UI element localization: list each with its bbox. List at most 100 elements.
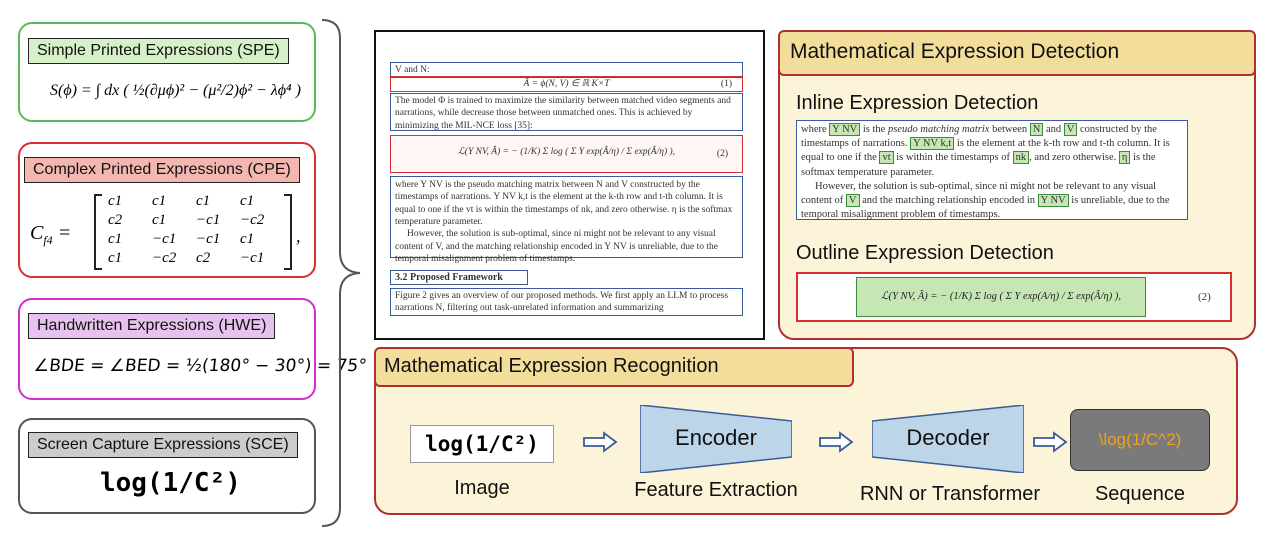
inline-math-highlight: vt xyxy=(879,151,894,165)
encoder-label: Encoder xyxy=(675,425,757,450)
output-sequence-text: \log(1/C^2) xyxy=(1098,430,1182,449)
inline-text: and the matching relationship encoded in xyxy=(859,194,1038,206)
spe-formula: S(ϕ) = ∫ dx ( ½(∂μϕ)² − (μ²/2)ϕ² − λϕ⁴ ) xyxy=(50,82,301,100)
inline-math-highlight: V xyxy=(1063,123,1078,136)
hwe-card: Handwritten Expressions (HWE) ∠BDE = ∠BE… xyxy=(18,298,368,400)
cpe-cell: c2 xyxy=(196,250,211,266)
cpe-cell: −c1 xyxy=(240,250,265,266)
sce-formula-text: log(1/C²) xyxy=(100,468,241,498)
doc-para2: where Y NV is the pseudo matching matrix… xyxy=(390,176,743,264)
inline-math-highlight: Y NV xyxy=(829,123,861,136)
outline-eq-text: ℒ(Y NV, Â) = − (1/K) Σ log ( Σ Y exp(A/η… xyxy=(881,291,1121,302)
inline-text: , and zero otherwise. xyxy=(1029,152,1119,164)
inline-text: constructed by the timestamps of narrati… xyxy=(801,124,1157,150)
cpe-cell: −c1 xyxy=(196,231,221,247)
inline-text: is within the timestamps of xyxy=(893,152,1013,164)
inline-paragraph-2: However, the solution is sub-optimal, si… xyxy=(801,180,1183,223)
doc-eq2: ℒ(Y NV, Â) = − (1/K) Σ log ( Σ Y exp(Â/η… xyxy=(390,135,743,173)
hwe-label: Handwritten Expressions (HWE) xyxy=(28,313,276,339)
inline-math-highlight: Y NV k,t xyxy=(910,137,955,151)
doc-eq1-num: (1) xyxy=(720,79,732,89)
spe-card: Simple Printed Expressions (SPE) S(ϕ) = … xyxy=(18,22,316,122)
inline-text: and xyxy=(1043,124,1064,135)
inline-math-highlight: V xyxy=(845,193,860,207)
inline-text: is unreliable, due to the temporal misal… xyxy=(801,194,1170,221)
doc-line1: V and N: xyxy=(390,62,743,78)
outline-eq-highlight: ℒ(Y NV, Â) = − (1/K) Σ log ( Σ Y exp(A/η… xyxy=(856,277,1146,317)
sce-card: Screen Capture Expressions (SCE) log(1/C… xyxy=(18,418,316,514)
cpe-lhs-letter: C xyxy=(30,222,44,244)
cpe-cell: −c1 xyxy=(152,231,177,247)
doc-para1: The model Φ is trained to maximize the s… xyxy=(390,93,743,131)
inline-math-highlight: N xyxy=(1029,123,1044,136)
inline-paragraph-1: where Y NV is the pseudo matching matrix… xyxy=(801,123,1183,180)
detection-section: Mathematical Expression Detection Inline… xyxy=(778,30,1256,340)
cpe-card: Complex Printed Expressions (CPE) Cf4 = … xyxy=(18,142,316,278)
arrow-right-icon xyxy=(583,431,618,453)
detection-title: Mathematical Expression Detection xyxy=(778,30,1256,76)
caption-feature: Feature Extraction xyxy=(634,479,798,501)
arrow-right-icon xyxy=(1033,431,1068,453)
recognition-title: Mathematical Expression Recognition xyxy=(374,347,854,387)
document-page: V and N: Â = ϕ(N, V) ∈ ℝ K×T (1) The mod… xyxy=(374,30,765,340)
output-sequence-box: \log(1/C^2) xyxy=(1070,409,1210,471)
inline-text: is the xyxy=(860,124,888,135)
cpe-cell: −c2 xyxy=(152,250,177,266)
encoder-block xyxy=(640,405,792,473)
cpe-cell: −c1 xyxy=(196,212,221,228)
cpe-formula: Cf4 = c1 c1 c1 c1 c2 c1 −c1 −c2 c1 −c1 −… xyxy=(30,192,315,276)
cpe-cell: c1 xyxy=(108,250,123,266)
doc-para4: Figure 2 gives an overview of our propos… xyxy=(390,288,743,316)
cpe-cell: c1 xyxy=(108,231,123,247)
inline-text: pseudo matching matrix xyxy=(887,124,990,135)
doc-eq1-text: Â = ϕ(N, V) ∈ ℝ K×T xyxy=(523,79,610,89)
input-image: log(1/C²) xyxy=(410,425,554,463)
recognition-section: Mathematical Expression Recognition log(… xyxy=(374,347,1238,515)
inline-text: However, the solution is sub-optimal, si… xyxy=(801,180,1157,206)
doc-line1-text: V and N: xyxy=(395,65,430,75)
cpe-cell: c1 xyxy=(152,212,167,228)
doc-eq2-text: ℒ(Y NV, Â) = − (1/K) Σ log ( Σ Y exp(Â/η… xyxy=(457,147,676,157)
inline-title: Inline Expression Detection xyxy=(796,92,1039,114)
doc-eq1: Â = ϕ(N, V) ∈ ℝ K×T (1) xyxy=(390,76,743,92)
inline-text: is the softmax temperature parameter. xyxy=(801,152,1156,178)
cpe-comma: , xyxy=(296,226,301,246)
doc-para4-text: Figure 2 gives an overview of our propos… xyxy=(395,291,729,314)
grouping-brace xyxy=(321,19,361,527)
inline-math-highlight: nk xyxy=(1012,151,1030,165)
cpe-lhs-sub: f4 xyxy=(43,233,53,247)
decoder-label: Decoder xyxy=(906,425,990,450)
inline-text: between xyxy=(989,124,1030,135)
cpe-cell: c1 xyxy=(240,193,255,209)
outline-eq-box: ℒ(Y NV, Â) = − (1/K) Σ log ( Σ Y exp(A/η… xyxy=(796,272,1232,322)
cpe-matrix: c1 c1 c1 c1 c2 c1 −c1 −c2 c1 −c1 −c1 c1 … xyxy=(108,192,284,268)
cpe-cell: −c2 xyxy=(240,212,265,228)
doc-eq2-num: (2) xyxy=(716,149,728,159)
cpe-cell: c1 xyxy=(152,193,167,209)
arrow-right-icon xyxy=(819,431,854,453)
caption-image: Image xyxy=(454,477,510,499)
input-image-formula: log(1/C²) xyxy=(425,432,539,456)
outline-title: Outline Expression Detection xyxy=(796,242,1054,264)
inline-text: where xyxy=(801,124,830,135)
spe-formula-text: S(ϕ) = ∫ dx ( ½(∂μϕ)² − (μ²/2)ϕ² − λϕ⁴ ) xyxy=(50,82,301,99)
spe-label: Simple Printed Expressions (SPE) xyxy=(28,38,289,64)
decoder-block xyxy=(872,405,1024,473)
doc-heading-text: 3.2 Proposed Framework xyxy=(395,272,503,283)
doc-heading: 3.2 Proposed Framework xyxy=(390,270,528,285)
doc-para2-text: where Y NV is the pseudo matching matrix… xyxy=(395,180,733,228)
doc-para1-text: The model Φ is trained to maximize the s… xyxy=(395,96,731,131)
sce-label: Screen Capture Expressions (SCE) xyxy=(28,432,298,458)
cpe-cell: c2 xyxy=(108,212,123,228)
cpe-bracket-right xyxy=(284,194,292,270)
sce-formula: log(1/C²) xyxy=(100,468,241,498)
caption-rnn: RNN or Transformer xyxy=(859,483,1041,505)
cpe-cell: c1 xyxy=(240,231,255,247)
cpe-cell: c1 xyxy=(196,193,211,209)
outline-eq-num: (2) xyxy=(1198,291,1211,303)
inline-text: is the element at the k-th row and t-th … xyxy=(801,138,1170,164)
doc-para3-text: However, the solution is sub-optimal, si… xyxy=(395,229,719,265)
cpe-bracket-left xyxy=(94,194,102,270)
cpe-lhs: Cf4 = xyxy=(30,222,72,247)
caption-sequence: Sequence xyxy=(1094,483,1186,505)
